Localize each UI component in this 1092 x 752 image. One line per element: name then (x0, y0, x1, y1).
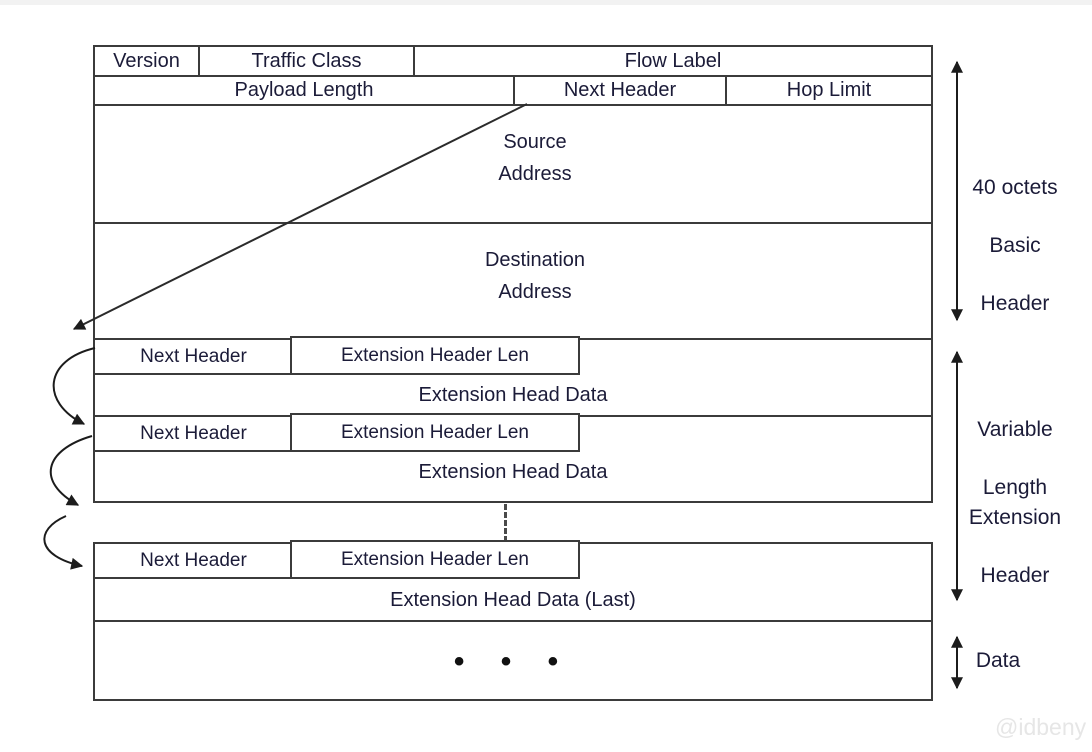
label-basic-header: 40 octets Basic Header (950, 144, 1080, 347)
label-variable-length: Variable Length (950, 386, 1080, 531)
ext2-header-len: Extension Header Len (290, 413, 580, 452)
label-basic-header-line1: 40 octets (972, 176, 1058, 199)
ext1-header-len: Extension Header Len (290, 336, 580, 375)
ext1-next-header: Next Header (93, 338, 294, 375)
label-variable-line2: Length (982, 476, 1048, 499)
label-extension-line2: Header (980, 564, 1050, 587)
label-extension-header: Extension Header (950, 474, 1080, 619)
ext1-data: Extension Head Data (418, 384, 608, 406)
field-destination-address: Destination Address (93, 222, 933, 340)
source-address-line1: Source (503, 131, 567, 153)
field-hop-limit: Hop Limit (725, 75, 933, 106)
field-next-header: Next Header (513, 75, 727, 106)
ext2-next-header: Next Header (93, 415, 294, 452)
data-ellipsis: • • • (453, 645, 573, 678)
field-traffic-class: Traffic Class (198, 45, 415, 77)
extension-header-1: Next Header Extension Header Len Extensi… (93, 336, 933, 417)
label-extension-line1: Extension (968, 506, 1062, 529)
ext-last-header-len: Extension Header Len (290, 540, 580, 579)
field-payload-length: Payload Length (93, 75, 515, 106)
watermark: @idbeny (995, 714, 1087, 740)
data-box (93, 620, 933, 701)
ext-last-data: Extension Head Data (Last) (390, 589, 636, 611)
label-variable-line1: Variable (977, 418, 1053, 441)
ext-last-next-header: Next Header (93, 542, 294, 579)
destination-address-line1: Destination (484, 249, 586, 271)
label-data: Data (975, 649, 1021, 672)
field-source-address: Source Address (93, 104, 933, 224)
extension-header-2: Next Header Extension Header Len Extensi… (93, 413, 933, 503)
source-address-line2: Address (498, 163, 572, 185)
destination-address-line2: Address (498, 281, 572, 303)
ellipsis-dashed-line (504, 504, 507, 542)
ext2-data: Extension Head Data (418, 461, 608, 483)
top-strip (0, 0, 1092, 5)
chain-arrow-3 (43, 515, 84, 570)
chain-arrow-2 (49, 435, 93, 506)
field-version: Version (93, 45, 200, 77)
chain-arrow-1 (52, 347, 96, 425)
label-basic-header-line3: Header (980, 292, 1050, 315)
label-basic-header-line2: Basic (989, 234, 1041, 257)
field-flow-label: Flow Label (413, 45, 933, 77)
extension-header-last: Next Header Extension Header Len Extensi… (93, 540, 933, 622)
